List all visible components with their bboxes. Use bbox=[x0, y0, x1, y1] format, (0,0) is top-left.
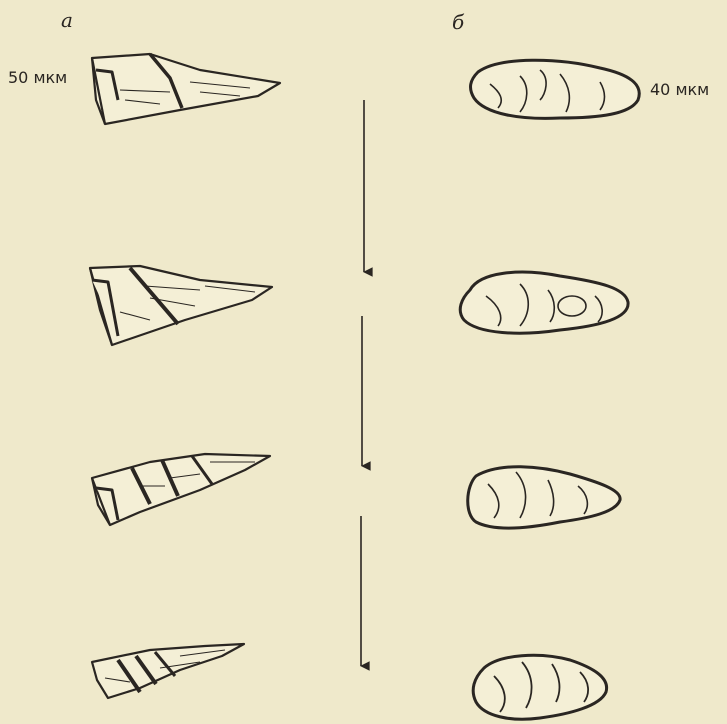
panel-b-grain-stage-1 bbox=[471, 60, 640, 118]
panel-a-fragment-stage-3 bbox=[92, 454, 270, 525]
process-arrows bbox=[361, 100, 364, 666]
panel-a-fragments bbox=[90, 54, 280, 698]
panel-b-grain-stage-3 bbox=[468, 467, 620, 528]
panel-b-grains bbox=[460, 60, 639, 719]
panel-a-fragment-stage-4 bbox=[92, 644, 244, 698]
panel-b-grain-stage-4 bbox=[473, 655, 606, 719]
panel-a-fragment-stage-2 bbox=[90, 266, 272, 345]
panel-a-fragment-stage-1 bbox=[92, 54, 280, 124]
panel-b-grain-stage-2 bbox=[460, 272, 628, 333]
